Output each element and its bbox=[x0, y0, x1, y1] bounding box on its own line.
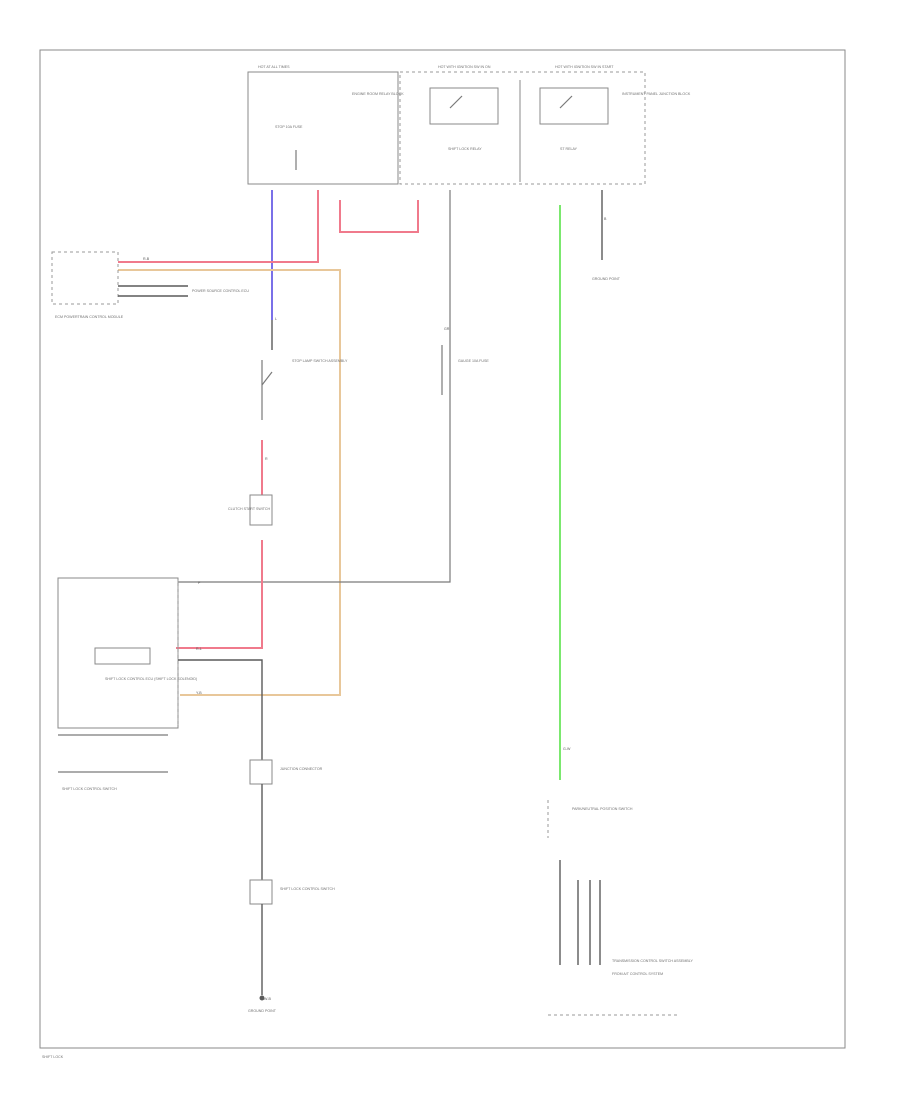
diagram-frame bbox=[39, 49, 846, 1049]
bottom-right-label: TRANSMISSION CONTROL SWITCH ASSEMBLY bbox=[612, 959, 693, 963]
ground-label-right: GROUND POINT bbox=[592, 277, 621, 281]
top-left-fuse-label: STOP 10A FUSE bbox=[275, 125, 303, 129]
clutch-switch-label: CLUTCH START SWITCH bbox=[228, 507, 271, 511]
wire-code: R-B bbox=[143, 257, 150, 261]
shift-lock-relay-coil bbox=[429, 87, 499, 125]
red-wire-low bbox=[176, 540, 263, 649]
park-switch-label: PARK/NEUTRAL POSITION SWITCH bbox=[572, 807, 633, 811]
wire-code: B bbox=[604, 217, 607, 221]
top-right-box bbox=[399, 71, 646, 185]
top-right-header: HOT WITH IGNITION SW IN START bbox=[555, 65, 614, 69]
relay-contact bbox=[559, 95, 573, 109]
wire-code: W-B bbox=[264, 997, 272, 1001]
wire-code: R-L bbox=[196, 647, 202, 651]
red-wire-top bbox=[118, 190, 319, 263]
left-module bbox=[51, 251, 119, 305]
gray-wire-ecu bbox=[178, 659, 263, 760]
st-relay-coil bbox=[539, 87, 609, 125]
junction-connector bbox=[249, 759, 273, 785]
wire-code: R bbox=[265, 457, 268, 461]
top-mid-header: HOT WITH IGNITION SW IN ON bbox=[438, 65, 491, 69]
stop-switch-label: STOP LAMP SWITCH ASSEMBLY bbox=[292, 359, 348, 363]
top-left-box-header: HOT AT ALL TIMES bbox=[258, 65, 290, 69]
top-left-box-side: ENGINE ROOM RELAY BLOCK bbox=[352, 92, 404, 96]
gray-wire-long bbox=[178, 190, 451, 583]
red-link-wire bbox=[339, 200, 419, 233]
shift-lock-ecu bbox=[57, 577, 179, 729]
tan-wire bbox=[118, 269, 341, 696]
shift-lock-solenoid bbox=[94, 647, 151, 665]
left-module-label: ECM POWERTRAIN CONTROL MODULE bbox=[55, 315, 124, 319]
relay-contact bbox=[449, 95, 463, 109]
clutch-switch bbox=[249, 494, 273, 526]
left-module-right-label: POWER SOURCE CONTROL ECU bbox=[192, 289, 249, 293]
junction-connector-label: JUNCTION CONNECTOR bbox=[280, 767, 323, 771]
wire-code: Y-B bbox=[196, 691, 202, 695]
bottom-right-sub-label: FROM A/T CONTROL SYSTEM bbox=[612, 972, 663, 976]
page-tag: SHIFT LOCK bbox=[42, 1055, 64, 1059]
shift-lock-label: SHIFT LOCK CONTROL ECU (SHIFT LOCK SOLEN… bbox=[105, 677, 197, 681]
top-mid-relay-label: SHIFT LOCK RELAY bbox=[448, 147, 482, 151]
wire-code: L bbox=[275, 317, 277, 321]
shift-lock-switch-label: SHIFT LOCK CONTROL SWITCH bbox=[280, 887, 335, 891]
wire-code: P bbox=[198, 581, 201, 585]
stop-switch-contact bbox=[261, 371, 273, 386]
gauge-fuse-label: GAUGE 10A FUSE bbox=[458, 359, 489, 363]
top-left-box bbox=[247, 71, 399, 185]
top-right-side: INSTRUMENT PANEL JUNCTION BLOCK bbox=[622, 92, 691, 96]
ground-label-left: GROUND POINT bbox=[248, 1009, 277, 1013]
shift-lock-sub-label: SHIFT LOCK CONTROL SWITCH bbox=[62, 787, 117, 791]
top-right-relay-label: ST RELAY bbox=[560, 147, 578, 151]
wire-code: G-W bbox=[563, 747, 571, 751]
ground-point-left bbox=[259, 995, 265, 1001]
shift-lock-switch-connector bbox=[249, 879, 273, 905]
wire-code: GR bbox=[444, 327, 450, 331]
